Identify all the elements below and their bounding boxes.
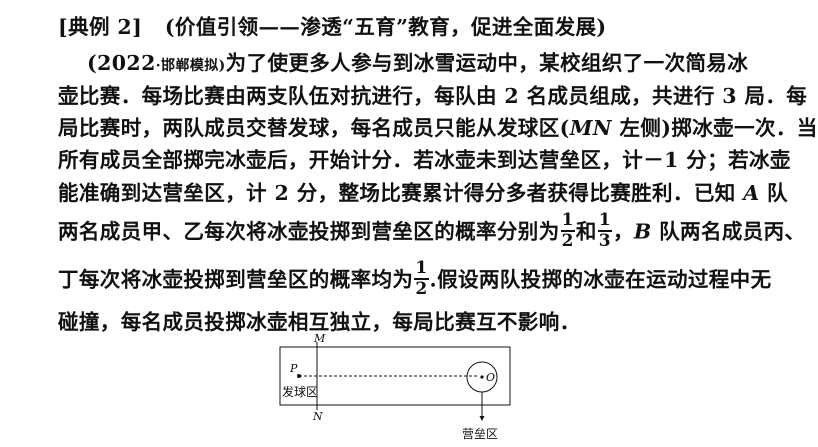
fraction-denominator: 3 (598, 231, 611, 251)
label-house: 营垒区 (462, 427, 498, 441)
source-dot: · (155, 58, 162, 74)
problem-text: 队 (759, 181, 788, 205)
problem-text: ， (612, 219, 634, 244)
problem-line-3: 壶比赛．每场比赛由两支队伍对抗进行，每队由 2 名成员组成，共进行 3 局．每 (58, 79, 807, 109)
problem-line-4: 局比赛时，两队成员交替发球，每名成员只能从发球区(MN 左侧)掷冰壶一次．当 (58, 111, 818, 141)
problem-text: 丁每次将冰壶投掷到营垒区的概率均为 (58, 267, 414, 292)
problem-line-9: 碰撞，每名成员投掷冰壶相互独立，每局比赛互不影响． (58, 305, 581, 335)
point-p (297, 374, 301, 378)
source-year: (2022 (87, 51, 156, 75)
problem-text: 壶比赛．每场比赛由两支队伍对抗进行，每队由 2 名成员组成，共进行 3 局．每 (58, 84, 808, 108)
label-o: O (486, 371, 495, 384)
fraction-denominator: 2 (415, 279, 428, 299)
problem-text: 能准确到达营垒区，计 2 分，整场比赛累计得分多者获得比赛胜利．已知 (58, 181, 744, 205)
label-n: N (312, 410, 323, 423)
label-p: P (289, 362, 298, 375)
fraction-bar (414, 278, 429, 280)
fraction-bar (597, 230, 612, 232)
segment-mn: MN (569, 116, 612, 140)
problem-line-5: 所有成员全部掷完冰壶后，开始计分．若冰壶未到达营垒区，计－1 分；若冰壶 (58, 143, 791, 173)
point-o (480, 375, 484, 379)
problem-text: .假设两队投掷的冰壶在运动过程中无 (429, 267, 772, 292)
problem-text: 两名成员甲、乙每次将冰壶投掷到营垒区的概率分别为 (58, 219, 560, 244)
fraction-numerator: 1 (561, 210, 574, 230)
problem-text: 左侧)掷冰壶一次．当 (611, 116, 818, 140)
curling-sheet (279, 346, 511, 406)
team-b: B (633, 219, 652, 244)
fraction-bar (560, 230, 575, 232)
header-line: [典例 2] (价值引领——渗透“五育”教育，促进全面发展) (58, 10, 607, 40)
label-m: M (313, 332, 326, 345)
problem-text: 队两名成员丙、 (651, 219, 806, 244)
problem-text: 局比赛时，两队成员交替发球，每名成员只能从发球区( (58, 116, 570, 140)
fraction-denominator: 2 (561, 231, 574, 251)
curling-diagram: M N P O 发球区 营垒区 (279, 332, 511, 441)
problem-text: 碰撞，每名成员投掷冰壶相互独立，每局比赛互不影响． (58, 310, 581, 334)
team-a: A (743, 181, 760, 205)
problem-text: 和 (575, 219, 597, 244)
problem-text: 所有成员全部掷完冰壶后，开始计分．若冰壶未到达营垒区，计－1 分；若冰壶 (58, 148, 791, 172)
fraction-numerator: 1 (598, 210, 611, 230)
label-serve-zone: 发球区 (282, 384, 318, 399)
problem-line-2: (2022·邯郸模拟)为了使更多人参与到冰雪运动中，某校组织了一次简易冰 (87, 46, 748, 76)
problem-line-6: 能准确到达营垒区，计 2 分，整场比赛累计得分多者获得比赛胜利．已知 A 队 (58, 176, 788, 206)
example-tag: [典例 2] (58, 15, 143, 39)
fraction-numerator: 1 (415, 258, 428, 278)
example-subtitle: (价值引领——渗透“五育”教育，促进全面发展) (164, 15, 607, 39)
source-name: 邯郸模拟) (161, 58, 226, 74)
problem-text: 为了使更多人参与到冰雪运动中，某校组织了一次简易冰 (225, 51, 749, 75)
